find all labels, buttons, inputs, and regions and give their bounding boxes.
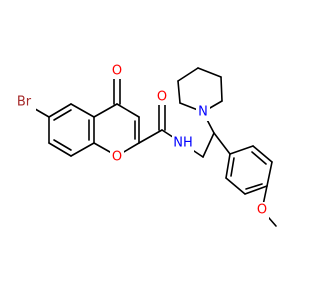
bond (48, 103, 72, 118)
bond (225, 153, 231, 179)
bond (53, 109, 72, 121)
bond (53, 139, 72, 151)
bond (138, 129, 163, 144)
bond (225, 177, 246, 195)
bond (213, 132, 231, 155)
molecule-canvas: Br O O O NH N O (14, 62, 277, 227)
bond (220, 76, 223, 102)
bond (93, 103, 118, 118)
bond (230, 157, 235, 177)
bond (70, 103, 95, 118)
bond (245, 183, 263, 190)
atom-layer: Br O O O NH N O (14, 62, 269, 219)
bond (48, 142, 72, 157)
atom-bromine: Br (17, 95, 32, 110)
bond (70, 142, 95, 157)
bond-layer (29, 67, 277, 227)
bond (251, 151, 267, 165)
bond (229, 145, 254, 155)
bond (177, 67, 199, 82)
bond (266, 161, 273, 187)
atom-ring-oxygen: O (112, 150, 122, 165)
atom-methoxy-oxygen: O (257, 203, 267, 218)
atom-ketone-oxygen: O (112, 64, 122, 79)
atom-amide-nh: NH (173, 136, 193, 151)
bond (177, 80, 181, 104)
structure-diagram: Br O O O NH N O (14, 62, 277, 227)
bond (116, 103, 140, 118)
bond (202, 132, 215, 158)
atom-amide-oxygen: O (157, 90, 167, 105)
bond (244, 185, 268, 195)
bond (197, 67, 222, 78)
bond (252, 145, 273, 163)
atom-piperidine-nitrogen: N (198, 105, 208, 120)
